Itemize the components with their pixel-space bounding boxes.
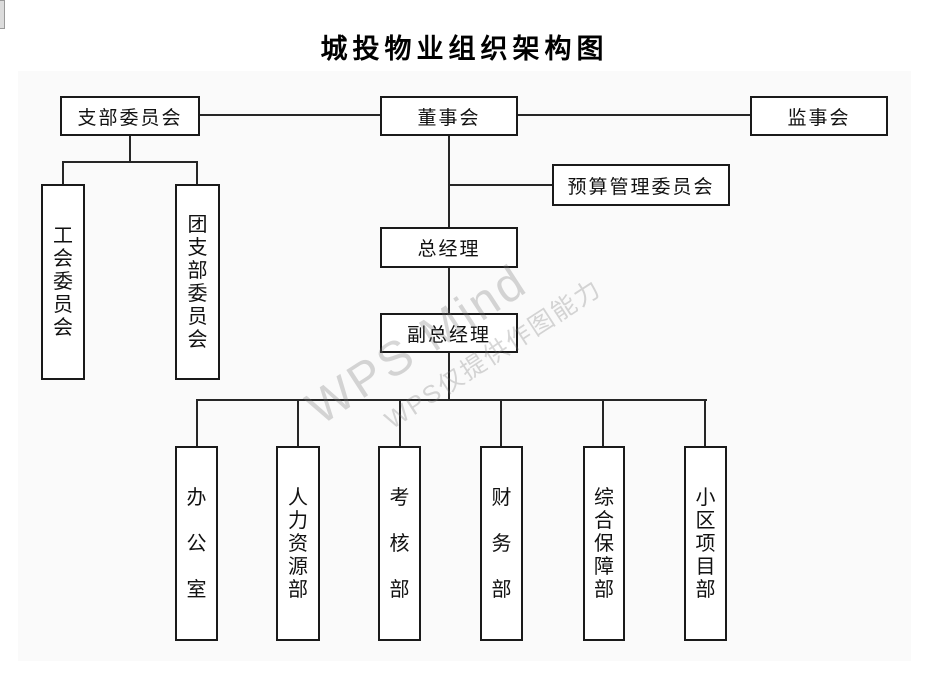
connector-drop-dept-6 [704, 401, 706, 446]
node-label: 支部委员会 [77, 107, 183, 129]
node-deputy-general-manager[interactable]: 副总经理 [380, 313, 518, 353]
connector-deputy-down [448, 353, 450, 401]
connector-drop-dept-5 [602, 401, 604, 446]
node-label: 财务部 [491, 486, 512, 601]
node-label: 总经理 [417, 239, 481, 260]
node-labor-union-committee[interactable]: 工会委员会 [41, 184, 85, 380]
node-label: 董事会 [417, 107, 481, 129]
connector-drop-dept-1 [196, 401, 198, 446]
node-label: 办公室 [186, 486, 207, 601]
connector-branch-down [129, 136, 131, 163]
node-budget-management-committee[interactable]: 预算管理委员会 [552, 164, 730, 206]
connector-board-to-gm [448, 136, 450, 227]
scrollbar-fragment[interactable] [0, 0, 5, 29]
connector-board-to-supervisory [518, 114, 750, 116]
node-label: 小区项目部 [695, 486, 716, 601]
node-dept-assessment[interactable]: 考核部 [378, 446, 421, 641]
node-label: 综合保障部 [594, 486, 614, 601]
node-board-of-directors[interactable]: 董事会 [380, 96, 518, 136]
node-label: 副总经理 [406, 324, 491, 346]
connector-departments-rail [196, 399, 707, 401]
node-dept-office[interactable]: 办公室 [175, 446, 218, 641]
node-supervisory-board[interactable]: 监事会 [750, 96, 888, 136]
node-dept-comprehensive-support[interactable]: 综合保障部 [583, 446, 625, 641]
connector-drop-dept-3 [399, 401, 401, 446]
connector-to-budget-committee [449, 184, 552, 186]
node-label: 预算管理委员会 [567, 176, 715, 198]
node-party-branch-committee[interactable]: 支部委员会 [60, 96, 200, 136]
node-label: 工会委员会 [53, 225, 73, 339]
node-label: 监事会 [787, 107, 851, 129]
node-general-manager[interactable]: 总经理 [380, 227, 518, 268]
connector-gm-to-deputy [448, 268, 450, 313]
page-title: 城投物业组织架构图 [320, 34, 609, 64]
connector-branch-to-board [200, 114, 380, 116]
node-youth-league-branch-committee[interactable]: 团支部委员会 [175, 184, 220, 380]
org-chart-canvas: 支部委员会 董事会 监事会 预算管理委员会 总经理 副总经理 工会委员会 团支部… [18, 71, 911, 661]
node-label: 考核部 [389, 486, 410, 601]
node-label: 团支部委员会 [187, 213, 208, 351]
node-label: 人力资源部 [288, 486, 308, 601]
node-dept-finance[interactable]: 财务部 [480, 446, 523, 641]
connector-drop-dept-4 [500, 401, 502, 446]
connector-drop-dept-2 [297, 401, 299, 446]
connector-drop-union [62, 163, 64, 184]
connector-drop-league [196, 163, 198, 184]
connector-branch-rail [62, 161, 198, 163]
node-dept-human-resources[interactable]: 人力资源部 [276, 446, 320, 641]
node-dept-community-project[interactable]: 小区项目部 [684, 446, 727, 641]
